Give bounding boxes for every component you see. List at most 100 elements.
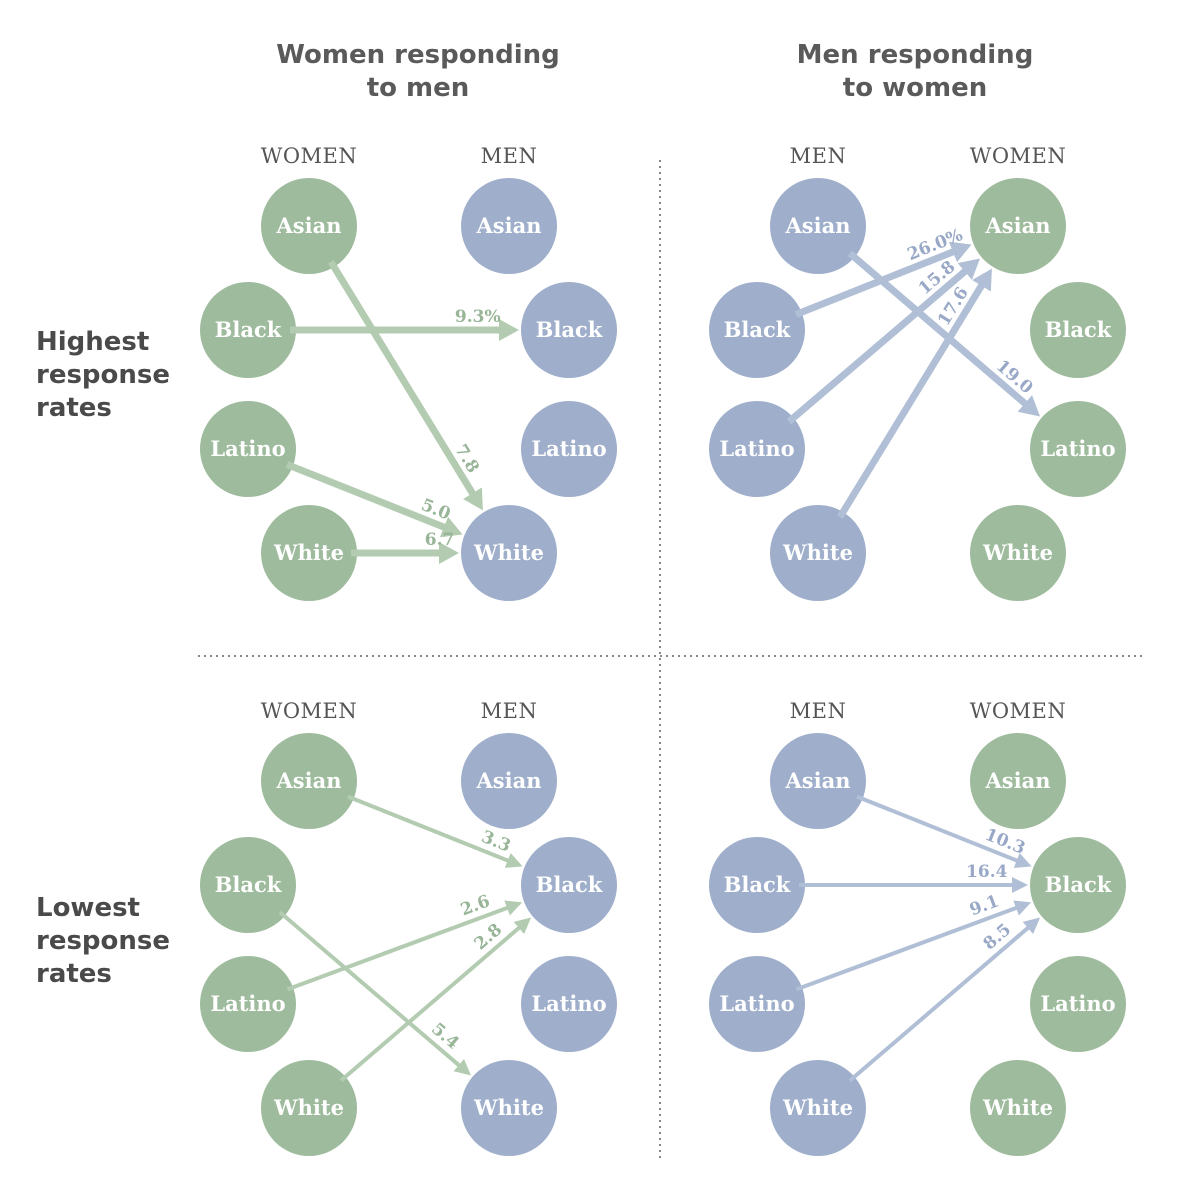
- arrowhead-asian-to-latino: [1017, 395, 1041, 417]
- right-node-label-white: White: [982, 1095, 1053, 1120]
- right-group-label: MEN: [481, 144, 538, 168]
- right-column-title-line1: Men responding: [797, 40, 1034, 70]
- left-column-title-line2: to men: [367, 73, 470, 103]
- left-node-label-black: Black: [724, 872, 791, 897]
- right-node-black: [1030, 282, 1126, 378]
- left-group-label: MEN: [790, 699, 847, 723]
- right-node-label-latino: Latino: [1040, 991, 1115, 1016]
- value-label-black-to-white: 5.4: [427, 1019, 463, 1054]
- left-node-asian: [770, 733, 866, 829]
- left-node-label-asian: Asian: [785, 768, 851, 793]
- arrowhead-latino-to-asian: [957, 258, 980, 280]
- arrow-black-to-white: [278, 910, 462, 1068]
- arrowhead-asian-to-white: [463, 487, 483, 511]
- right-node-black: [1030, 837, 1126, 933]
- value-label-black-to-black: 9.3%: [455, 307, 501, 327]
- arrow-white-to-asian: [836, 282, 986, 519]
- left-node-label-asian: Asian: [276, 213, 342, 238]
- right-group-label: MEN: [481, 699, 538, 723]
- left-group-label: WOMEN: [261, 144, 358, 168]
- top-row-title-line2: response: [36, 360, 170, 390]
- panel-women-to-men-lowest: WOMEN MEN AsianBlackLatinoWhiteAsianBlac…: [200, 699, 617, 1156]
- value-label-white-to-black: 2.8: [471, 920, 506, 954]
- right-column-title-line2: to women: [843, 73, 987, 103]
- left-node-label-black: Black: [724, 317, 791, 342]
- left-node-label-white: White: [782, 1095, 853, 1120]
- left-node-label-white: White: [273, 1095, 344, 1120]
- right-node-black: [521, 282, 617, 378]
- right-node-asian: [970, 178, 1066, 274]
- arrowhead-white-to-black: [513, 917, 532, 935]
- right-node-asian: [461, 733, 557, 829]
- arrowhead-black-to-black: [1012, 877, 1028, 893]
- arrowhead-latino-to-black: [504, 900, 523, 916]
- left-node-white: [770, 1060, 866, 1156]
- left-node-white: [261, 1060, 357, 1156]
- right-node-label-white: White: [473, 540, 544, 565]
- left-node-label-white: White: [273, 540, 344, 565]
- value-label-black-to-black: 16.4: [966, 862, 1008, 882]
- right-node-latino: [521, 956, 617, 1052]
- right-node-label-white: White: [982, 540, 1053, 565]
- top-row-title-line1: Highest: [36, 327, 149, 357]
- arrowhead-latino-to-black: [1013, 900, 1032, 916]
- arrowhead-white-to-asian: [972, 268, 992, 292]
- left-node-label-latino: Latino: [719, 436, 794, 461]
- left-node-white: [261, 505, 357, 601]
- left-node-asian: [770, 178, 866, 274]
- right-node-white: [461, 1060, 557, 1156]
- right-node-white: [970, 505, 1066, 601]
- top-row-title-line3: rates: [36, 393, 112, 423]
- left-node-black: [200, 837, 296, 933]
- left-node-latino: [200, 401, 296, 497]
- bottom-row-title-line1: Lowest: [36, 893, 140, 923]
- left-group-label: MEN: [790, 144, 847, 168]
- left-node-label-white: White: [782, 540, 853, 565]
- arrow-asian-to-black: [347, 794, 511, 864]
- arrow-asian-to-latino: [847, 250, 1029, 408]
- right-node-asian: [461, 178, 557, 274]
- right-node-label-black: Black: [536, 317, 603, 342]
- left-node-label-asian: Asian: [785, 213, 851, 238]
- left-node-label-black: Black: [215, 317, 282, 342]
- arrowhead-white-to-black: [1022, 917, 1041, 935]
- right-node-label-white: White: [473, 1095, 544, 1120]
- value-label-white-to-white: 6.7: [425, 530, 455, 550]
- arrow-latino-to-black: [795, 905, 1019, 992]
- right-node-label-latino: Latino: [531, 436, 606, 461]
- arrowhead-black-to-black: [499, 319, 519, 341]
- arrow-latino-to-asian: [786, 267, 969, 425]
- arrow-latino-to-white: [285, 461, 448, 532]
- left-node-black: [200, 282, 296, 378]
- left-node-label-latino: Latino: [210, 436, 285, 461]
- left-node-label-black: Black: [215, 872, 282, 897]
- right-node-latino: [521, 401, 617, 497]
- right-node-label-black: Black: [1045, 317, 1112, 342]
- right-node-label-latino: Latino: [531, 991, 606, 1016]
- right-node-latino: [1030, 401, 1126, 497]
- right-node-white: [970, 1060, 1066, 1156]
- arrow-black-to-asian: [794, 247, 957, 318]
- right-node-label-asian: Asian: [476, 768, 542, 793]
- panel-men-to-women-lowest: MEN WOMEN AsianBlackLatinoWhiteAsianBlac…: [709, 699, 1126, 1156]
- right-node-asian: [970, 733, 1066, 829]
- arrowhead-white-to-white: [439, 542, 459, 564]
- arrow-asian-to-black: [856, 794, 1020, 864]
- left-node-black: [709, 282, 805, 378]
- bottom-row-title-line2: response: [36, 926, 170, 956]
- right-group-label: WOMEN: [970, 699, 1067, 723]
- right-group-label: WOMEN: [970, 144, 1067, 168]
- panel-women-to-men-highest: WOMEN MEN AsianBlackLatinoWhiteAsianBlac…: [200, 144, 617, 601]
- left-column-title-line1: Women responding: [276, 40, 559, 70]
- arrow-white-to-black: [339, 925, 522, 1083]
- arrow-asian-to-white: [327, 260, 477, 497]
- left-node-asian: [261, 733, 357, 829]
- left-node-latino: [709, 956, 805, 1052]
- value-label-white-to-black: 8.5: [980, 920, 1015, 954]
- arrow-white-to-black: [848, 925, 1031, 1083]
- bottom-row-title-line3: rates: [36, 959, 112, 989]
- arrowhead-asian-to-black: [504, 853, 523, 868]
- right-node-label-latino: Latino: [1040, 436, 1115, 461]
- right-node-latino: [1030, 956, 1126, 1052]
